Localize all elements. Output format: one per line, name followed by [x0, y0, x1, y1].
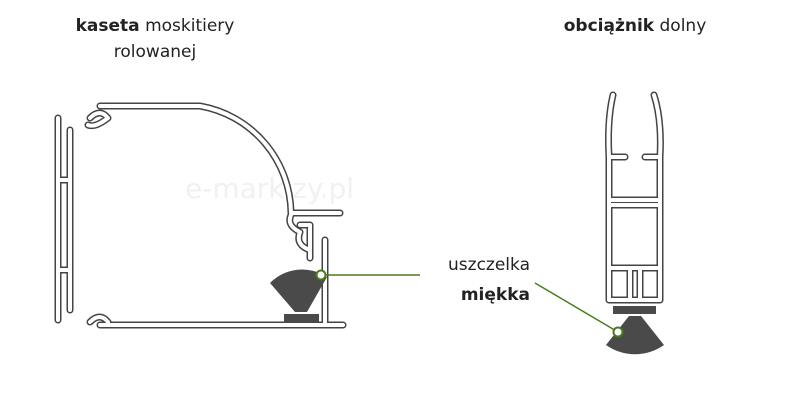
weight-bar-label: obciążnik dolny	[520, 13, 750, 39]
seal-label-line2: miękka	[460, 285, 530, 305]
cassette-label-bold: kaseta	[75, 16, 140, 36]
cassette-label-line2: rolowanej	[113, 42, 197, 62]
weight-bar-profile	[605, 91, 664, 355]
cassette-profile	[54, 102, 347, 329]
weight-bar-label-rest: dolny	[659, 16, 707, 36]
cassette-label: kaseta moskitiery rolowanej	[40, 13, 270, 65]
seal-label: uszczelka miękka	[420, 250, 530, 310]
watermark: e-markizy.pl	[185, 172, 354, 205]
seal-label-line1: uszczelka	[448, 255, 530, 275]
weight-bar-label-bold: obciążnik	[563, 16, 655, 36]
leader-lines	[315, 269, 624, 338]
cassette-seal	[270, 269, 327, 323]
cassette-label-rest: moskitiery	[145, 16, 235, 36]
